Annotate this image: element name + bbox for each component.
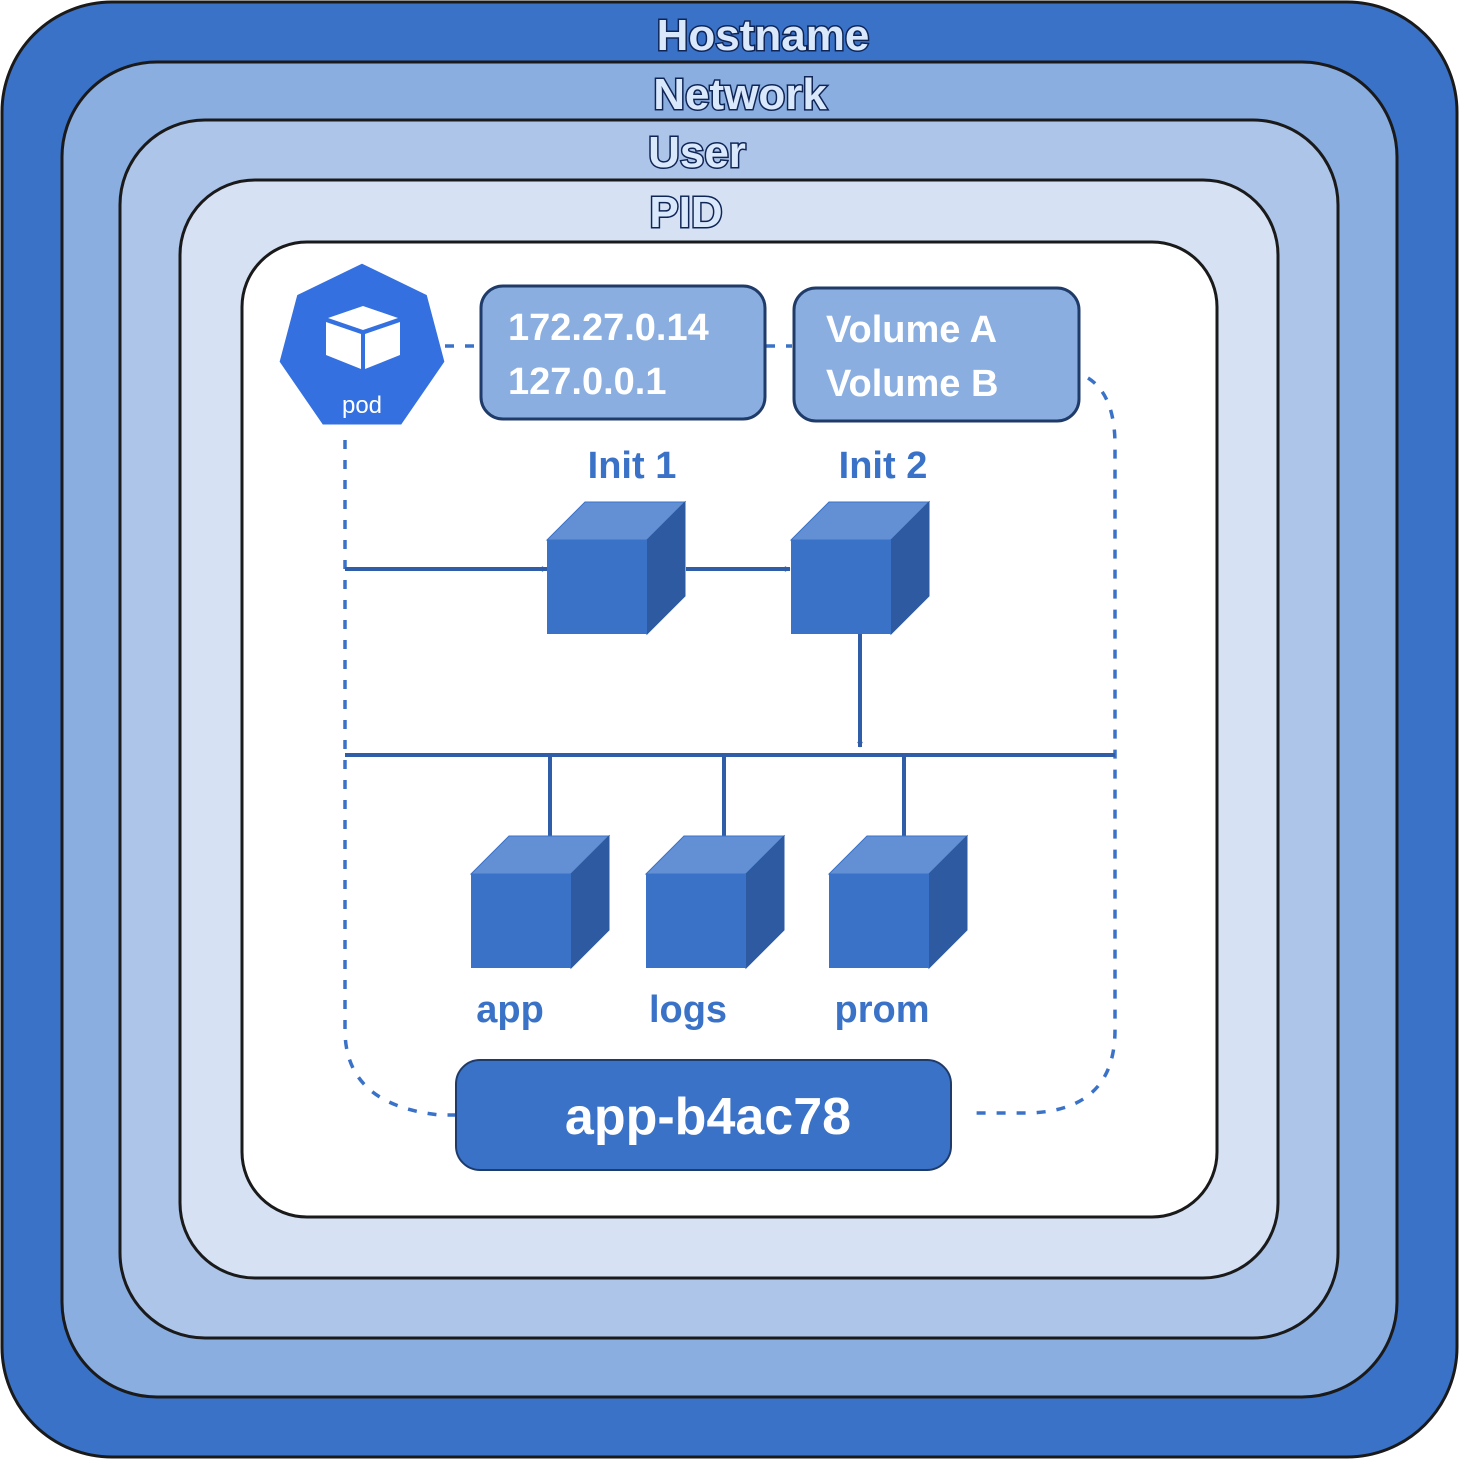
pod-boundary [240, 240, 1219, 1219]
pod-icon-label: pod [342, 392, 382, 419]
pod-name-box: app-b4ac78 [455, 1059, 952, 1171]
app-container-cube [470, 835, 610, 969]
logs-container-cube [645, 835, 785, 969]
ip-address: 172.27.0.14 [508, 307, 709, 349]
container-label: prom [835, 989, 930, 1031]
pod-name-label: app-b4ac78 [565, 1088, 851, 1146]
container-label: app [476, 989, 544, 1031]
cube-top [328, 306, 398, 330]
init-container-label: Init 2 [839, 445, 928, 487]
pid-namespace-label: PID [649, 188, 722, 237]
cube-left [326, 322, 361, 369]
user-namespace-label: User [648, 128, 746, 177]
cube-right [365, 322, 400, 369]
volume-name: Volume A [826, 309, 997, 351]
container-label: logs [649, 989, 727, 1031]
hostname-namespace-label: Hostname [657, 11, 870, 60]
prom-container-cube [828, 835, 968, 969]
ip-addresses-box: 172.27.0.14 127.0.0.1 [479, 284, 767, 421]
init-container-label: Init 1 [588, 445, 677, 487]
init-container-2-cube [790, 501, 930, 635]
init-container-1-cube [546, 501, 686, 635]
volume-name: Volume B [826, 363, 998, 405]
pod-icon: pod [276, 260, 448, 428]
network-namespace-label: Network [653, 70, 827, 119]
volumes-box: Volume A Volume B [792, 286, 1081, 423]
ip-address: 127.0.0.1 [508, 361, 666, 403]
pod-right-dotted-path [972, 376, 1117, 1115]
pod-left-dotted-path [343, 440, 455, 1117]
